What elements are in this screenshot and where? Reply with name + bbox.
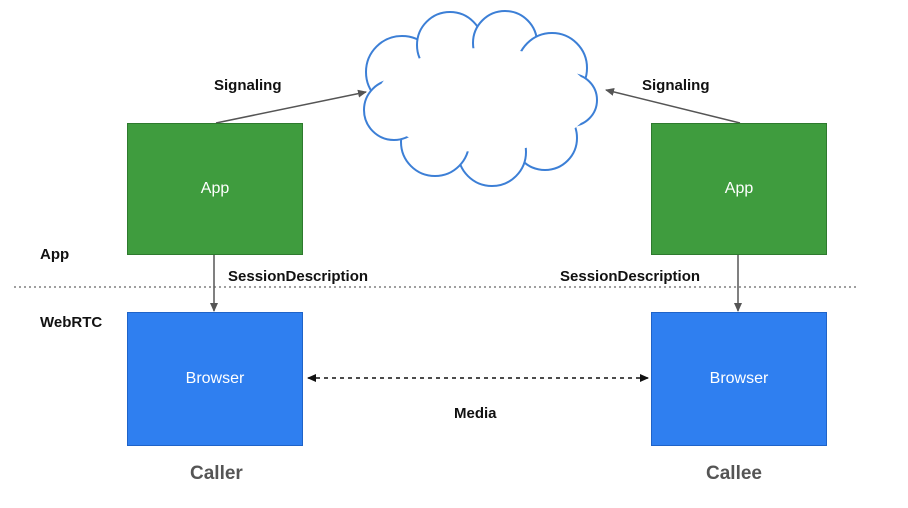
caller-browser-label: Browser xyxy=(185,370,245,387)
callee-browser-label: Browser xyxy=(709,370,769,387)
session-label-left: SessionDescription xyxy=(228,268,369,285)
layer-label-webrtc: WebRTC xyxy=(40,314,103,331)
callee-app-box: App xyxy=(651,123,827,255)
caller-browser-box: Browser xyxy=(127,312,303,446)
layer-label-app: App xyxy=(40,246,70,263)
session-label-right: SessionDescription xyxy=(560,268,701,285)
signaling-label-left: Signaling xyxy=(214,77,282,94)
signaling-arrow-right xyxy=(605,88,741,124)
caller-role-label: Caller xyxy=(190,463,243,484)
caller-app-label: App xyxy=(200,180,230,197)
callee-role-label: Callee xyxy=(706,463,762,484)
callee-browser-box: Browser xyxy=(651,312,827,446)
callee-app-label: App xyxy=(724,180,754,197)
signaling-arrow-left xyxy=(215,89,367,124)
signaling-label-right: Signaling xyxy=(642,77,710,94)
caller-app-box: App xyxy=(127,123,303,255)
media-label: Media xyxy=(454,405,497,422)
